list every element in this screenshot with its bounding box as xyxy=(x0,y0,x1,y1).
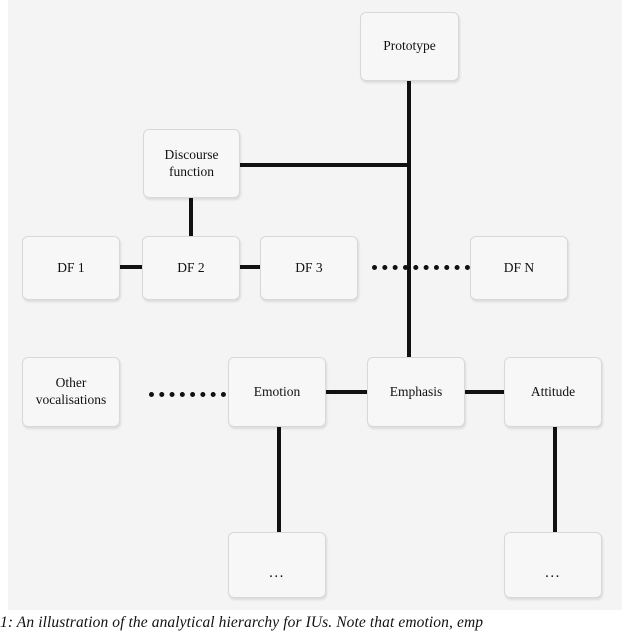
node-emotion-children-label: ... xyxy=(269,565,285,582)
edge-df3-to-dfn-dotted xyxy=(372,265,470,270)
node-df-2[interactable]: DF 2 xyxy=(142,236,240,300)
edge-df1-to-df2 xyxy=(120,265,144,269)
node-df-3[interactable]: DF 3 xyxy=(260,236,358,300)
node-emphasis[interactable]: Emphasis xyxy=(367,357,465,427)
edge-prototype-to-emphasis xyxy=(407,81,411,357)
node-df-3-label: DF 3 xyxy=(295,259,323,275)
node-discourse-function-label: Discourse function xyxy=(164,146,219,179)
edge-attitude-to-children xyxy=(553,426,557,533)
node-df-2-label: DF 2 xyxy=(177,259,205,275)
node-emotion-children[interactable]: ... xyxy=(228,532,326,598)
node-attitude-children[interactable]: ... xyxy=(504,532,602,598)
edge-discourse-function-to-df2 xyxy=(189,198,193,236)
edge-discourse-function-to-trunk xyxy=(240,163,411,167)
node-emotion-label: Emotion xyxy=(253,383,301,399)
edge-other-vocalisations-to-emotion-dotted xyxy=(149,392,226,397)
node-df-n[interactable]: DF N xyxy=(470,236,568,300)
node-df-1-label: DF 1 xyxy=(57,259,85,275)
figure-caption-text: 1: An illustration of the analytical hie… xyxy=(0,614,484,631)
figure-caption: 1: An illustration of the analytical hie… xyxy=(0,612,640,634)
edge-df2-to-df3 xyxy=(240,265,261,269)
node-df-n-label: DF N xyxy=(503,259,535,275)
edge-emotion-to-emphasis xyxy=(326,390,373,394)
node-df-1[interactable]: DF 1 xyxy=(22,236,120,300)
node-attitude-children-label: ... xyxy=(545,565,561,582)
node-emphasis-label: Emphasis xyxy=(389,383,443,399)
node-attitude-label: Attitude xyxy=(530,383,576,399)
node-discourse-function[interactable]: Discourse function xyxy=(143,129,240,198)
node-attitude[interactable]: Attitude xyxy=(504,357,602,427)
edge-emotion-to-children xyxy=(277,426,281,533)
edge-emphasis-to-attitude xyxy=(465,390,505,394)
node-emotion[interactable]: Emotion xyxy=(228,357,326,427)
node-other-vocalisations-label: Other vocalisations xyxy=(35,375,107,407)
node-other-vocalisations[interactable]: Other vocalisations xyxy=(22,357,120,427)
node-prototype-label: Prototype xyxy=(383,38,436,54)
node-prototype[interactable]: Prototype xyxy=(360,12,459,81)
figure-canvas: Prototype Discourse function DF 1 DF 2 D… xyxy=(8,0,622,610)
